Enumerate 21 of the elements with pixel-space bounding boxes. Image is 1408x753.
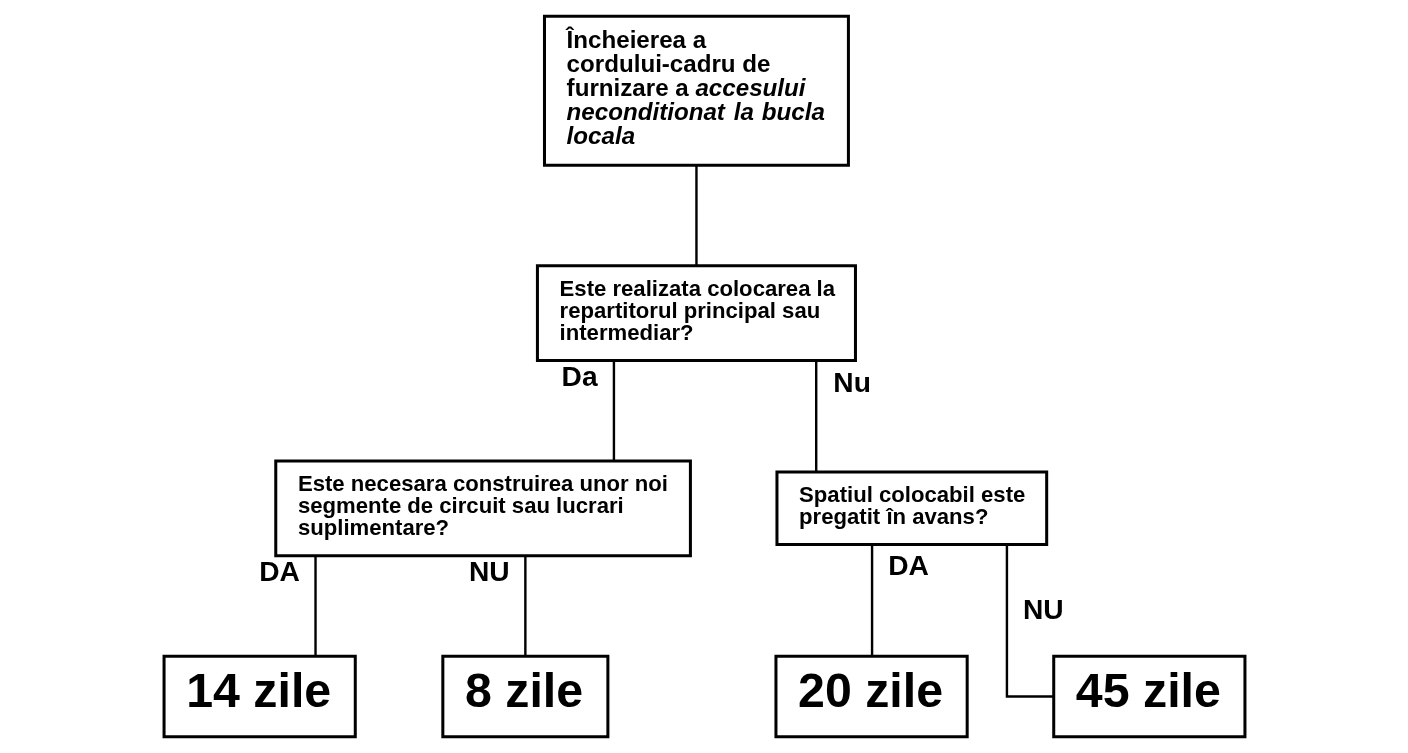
edge-label: Da [561, 360, 598, 393]
connector [870, 544, 873, 656]
edge-label: Nu [832, 365, 871, 398]
node-box: Este necesara construirea unor noi segmente de circuit sau lucrari suplimentare? [273, 459, 692, 558]
connector [612, 361, 615, 461]
edge-label: DA [258, 555, 300, 588]
node-box: 8 zile [440, 654, 609, 739]
connector [313, 555, 317, 657]
connector [523, 555, 527, 657]
node-box: 20 zile [773, 654, 969, 739]
edge-label: NU [1022, 593, 1064, 626]
node-box: Încheierea a cordului-cadru de furnizare a accesului neconditionat la bucla locala [542, 14, 850, 167]
connector [814, 361, 817, 472]
node-box: Este realizata colocarea la repartitorul principal sau intermediar? [535, 264, 857, 362]
node-box: Spatiul colocabil este pregatit în avans? [774, 470, 1048, 547]
edge-label: DA [887, 549, 929, 582]
connector [694, 165, 698, 266]
edge-label: NU [468, 555, 510, 588]
node-box: 45 zile [1051, 654, 1246, 739]
node-box: 14 zile [162, 654, 357, 739]
connector [1005, 544, 1054, 698]
